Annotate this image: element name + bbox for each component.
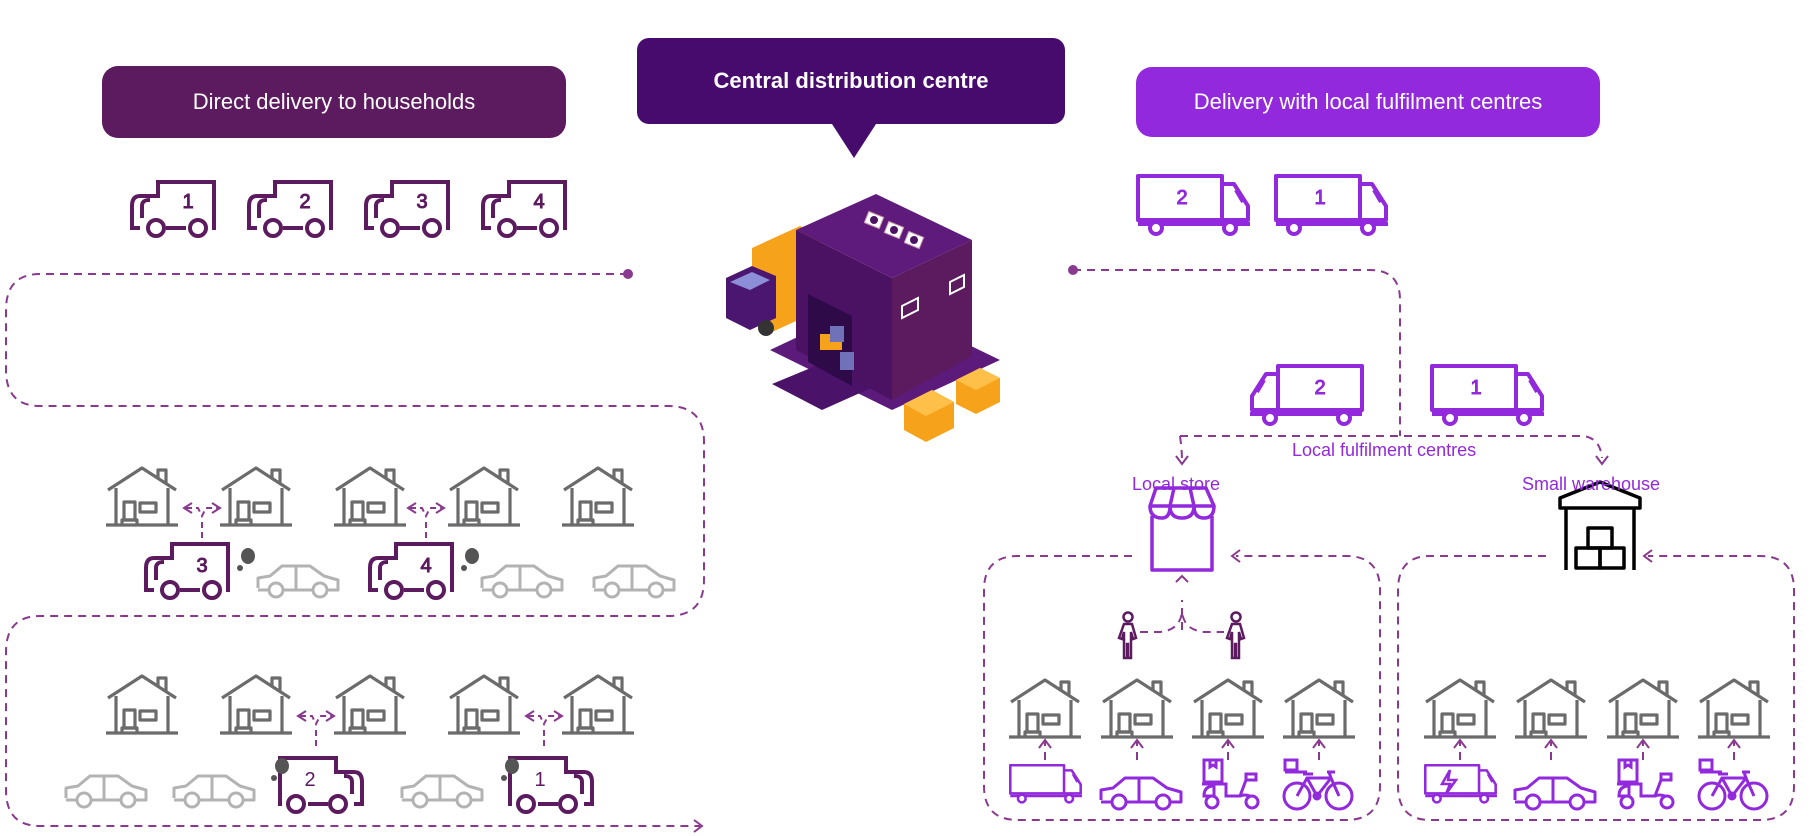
local-store-label: Local store — [1132, 474, 1221, 494]
local-fulfilment-title: Delivery with local fulfilment centres — [1193, 89, 1543, 114]
house-icon — [332, 466, 408, 527]
delivery-truck-icon: 2 — [1250, 366, 1362, 424]
delivery-arrow — [296, 710, 336, 746]
delivery-van-icon: 4 — [481, 180, 567, 238]
vehicle-number: 2 — [304, 769, 315, 791]
delivery-truck-icon: 1 — [1430, 364, 1546, 426]
delivery-truck-icon: 1 — [1274, 174, 1390, 236]
local-fulfilment-centres-label: Local fulfilment centres — [1292, 440, 1477, 460]
delivery-van-icon — [508, 756, 594, 814]
house-icon — [218, 674, 294, 735]
car-icon — [172, 774, 256, 809]
lightning-icon — [1439, 769, 1459, 795]
house-icon — [1513, 678, 1589, 739]
direct-route-path — [5, 273, 705, 827]
delivery-van-icon: 3 — [144, 542, 230, 600]
direct-delivery-title: Direct delivery to households — [192, 89, 476, 114]
house-icon — [104, 466, 180, 527]
vehicle-number: 2 — [1314, 377, 1325, 399]
car-icon — [400, 774, 484, 809]
route-start-dot-right — [1068, 265, 1078, 275]
vehicle-number: 3 — [416, 191, 427, 213]
shopper-icon — [1225, 611, 1246, 660]
vehicle-number: 1 — [534, 769, 545, 791]
house-icon — [446, 466, 522, 527]
house-icon — [1190, 678, 1266, 739]
route-start-dot-left — [623, 269, 633, 279]
vehicle-number: 4 — [533, 191, 544, 213]
house-icon — [332, 674, 408, 735]
delivery-van-icon: 3 — [364, 180, 450, 238]
central-warehouse-illustration — [726, 194, 1000, 442]
house-icon — [1422, 678, 1498, 739]
house-icon — [446, 674, 522, 735]
delivery-van-icon: 1 — [130, 180, 216, 238]
direct-van-fleet: 1 2 3 4 — [130, 180, 567, 238]
house-icon — [1281, 678, 1357, 739]
car-icon — [592, 564, 676, 599]
exhaust-smoke-icon — [461, 548, 479, 571]
store-neighbourhood — [1007, 678, 1357, 811]
house-icon — [1605, 678, 1681, 739]
vehicle-number: 2 — [1176, 187, 1187, 209]
delivery-arrow — [182, 502, 222, 538]
delivery-truck-icon: 2 — [1136, 174, 1252, 236]
house-icon — [560, 466, 636, 527]
scooter-icon — [1200, 758, 1260, 810]
car-icon — [1099, 776, 1183, 811]
bicycle-icon — [1282, 758, 1354, 811]
house-icon — [560, 674, 636, 735]
local-store-icon — [1148, 486, 1216, 572]
central-distribution-title: Central distribution centre — [713, 68, 989, 93]
delivery-van-icon — [278, 756, 364, 814]
delivery-arrow — [524, 710, 564, 746]
house-icon — [1099, 678, 1175, 739]
vehicle-number: 1 — [1470, 377, 1481, 399]
house-icon — [218, 466, 294, 527]
exhaust-smoke-icon — [501, 758, 519, 781]
exhaust-smoke-icon — [237, 548, 255, 571]
callout-pointer — [832, 124, 876, 158]
direct-delivery-header: Direct delivery to households — [102, 66, 566, 138]
vehicle-number: 3 — [196, 555, 207, 577]
vehicle-number: 2 — [299, 191, 310, 213]
truck-icon — [1009, 764, 1084, 804]
local-route-paths — [983, 269, 1795, 821]
arrow-heads — [1038, 455, 1741, 749]
warehouse-neighbourhood — [1422, 678, 1772, 811]
delivery-van-icon: 4 — [368, 542, 454, 600]
local-fulfilment-header: Delivery with local fulfilment centres — [1136, 67, 1600, 137]
small-warehouse-label: Small warehouse — [1522, 474, 1661, 494]
scooter-icon — [1615, 758, 1675, 810]
car-icon — [64, 774, 148, 809]
car-icon — [480, 564, 564, 599]
vehicle-number: 1 — [182, 191, 193, 213]
central-distribution-header: Central distribution centre — [637, 38, 1065, 124]
car-icon — [1513, 776, 1597, 811]
vehicle-number: 1 — [1314, 187, 1325, 209]
electric-truck-icon — [1424, 764, 1499, 804]
small-warehouse-icon — [1558, 480, 1642, 570]
route-end-arrow — [693, 819, 704, 833]
vehicle-number: 4 — [420, 555, 431, 577]
shopper-icon — [1117, 611, 1138, 660]
house-icon — [1007, 678, 1083, 739]
car-icon — [256, 564, 340, 599]
delivery-van-icon: 2 — [247, 180, 333, 238]
house-icon — [1696, 678, 1772, 739]
exhaust-smoke-icon — [271, 758, 289, 781]
bicycle-icon — [1697, 758, 1769, 811]
delivery-arrow — [406, 502, 446, 538]
house-icon — [104, 674, 180, 735]
